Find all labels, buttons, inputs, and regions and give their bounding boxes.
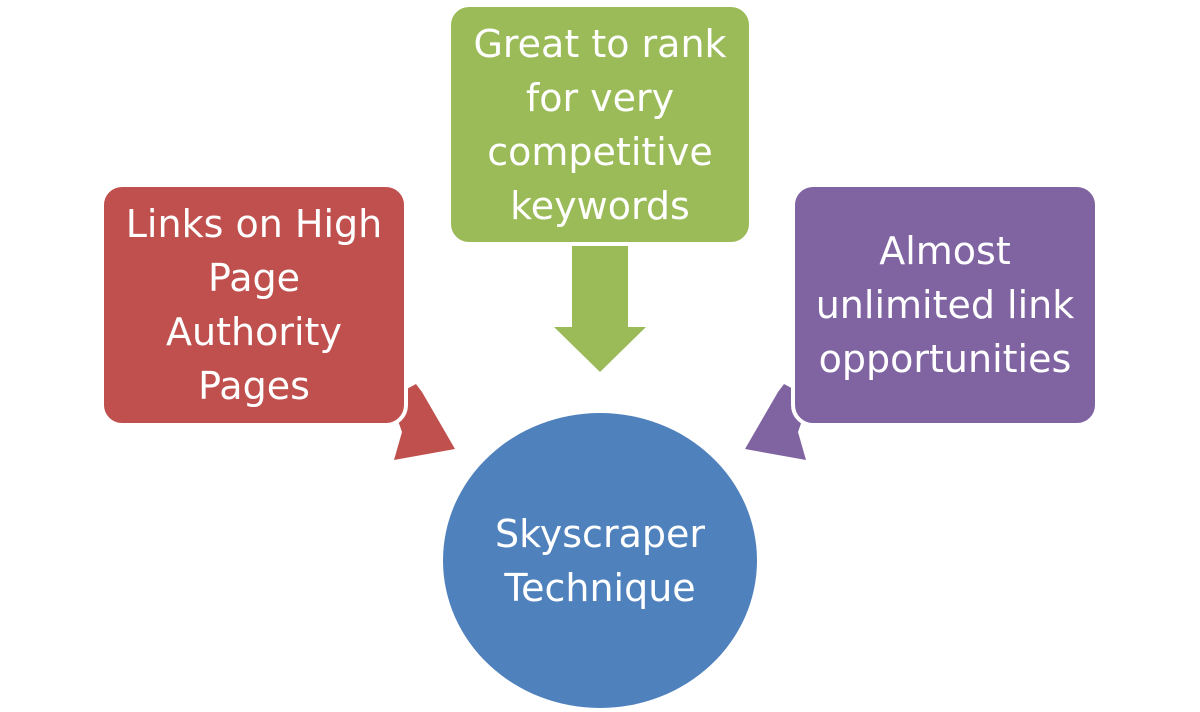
center-line: Skyscraper <box>495 511 705 556</box>
left-box-line: Authority <box>166 310 342 354</box>
left-box-text: Links on High Page Authority Pages <box>126 197 382 413</box>
top-box-line: for very <box>525 75 675 120</box>
right-box-text: Almost unlimited link opportunities <box>816 224 1075 386</box>
left-box-line: Pages <box>198 364 310 408</box>
left-box-line: Page <box>207 256 300 300</box>
center-circle: Skyscraper Technique <box>439 409 761 712</box>
top-box-line: competitive <box>487 129 713 174</box>
top-box-text: Great to rank for very competitive keywo… <box>473 17 726 233</box>
top-box-line: keywords <box>510 183 690 228</box>
right-box-line: unlimited link <box>815 283 1075 327</box>
center-line: Technique <box>504 565 696 610</box>
center-circle-text: Skyscraper Technique <box>443 507 757 615</box>
top-box: Great to rank for very competitive keywo… <box>447 3 753 246</box>
arrow-top-to-center <box>554 246 646 372</box>
left-box-line: Links on High <box>125 202 383 246</box>
top-box-line: Great to rank <box>473 21 727 66</box>
right-box-line: Almost <box>879 229 1011 273</box>
right-box-line: opportunities <box>818 337 1072 381</box>
right-box: Almost unlimited link opportunities <box>791 183 1099 427</box>
left-box: Links on High Page Authority Pages <box>100 183 408 427</box>
